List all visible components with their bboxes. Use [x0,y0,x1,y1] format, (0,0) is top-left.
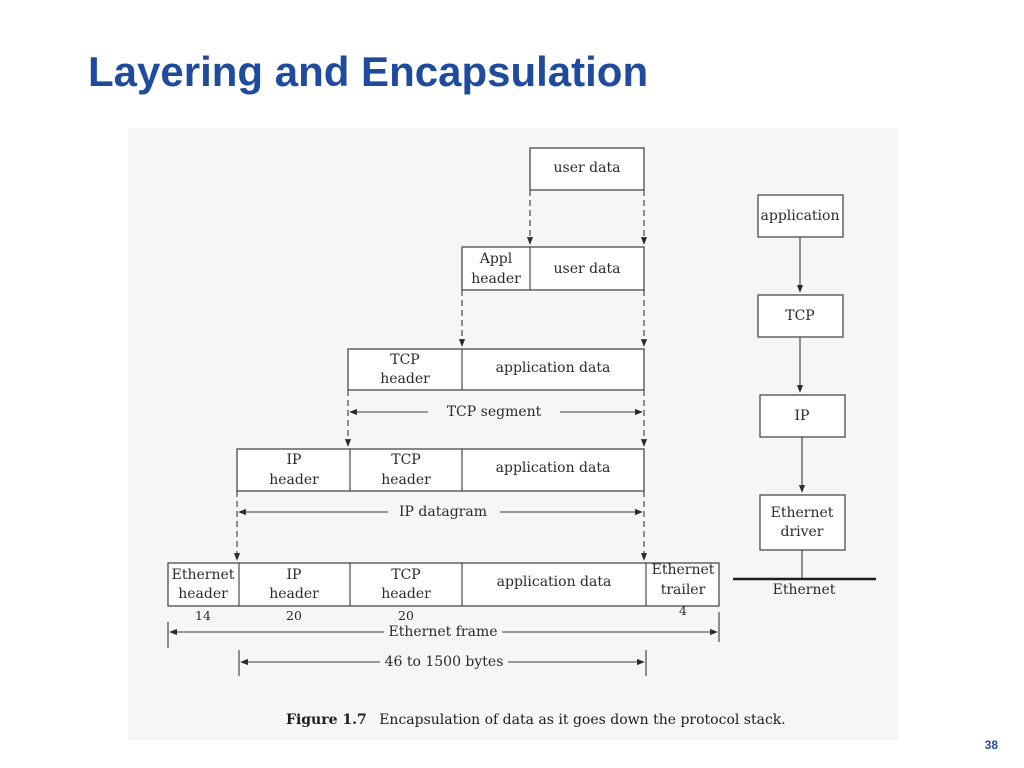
figure-caption-text: Encapsulation of data as it goes down th… [379,712,786,728]
ip-header-label-2: header [269,472,319,488]
level5-box [167,562,720,607]
stack-ethernet-label: Ethernet [773,582,836,598]
tcp-header-label-1: TCP [391,452,420,468]
field-sizes: 14 20 20 4 [195,603,687,623]
figure-caption-label: Figure 1.7 [286,712,367,728]
payload-size-span: 46 to 1500 bytes [238,650,647,676]
ip-header-label-2: header [269,586,319,602]
ethernet-trailer-label-2: trailer [661,582,706,598]
encapsulation-diagram: user data Appl header user data TCP head… [167,147,876,728]
ethernet-frame-span: Ethernet frame [167,612,720,648]
stack-application-label: application [761,208,840,224]
level4-box [236,448,645,492]
appl-header-label-2: header [471,271,521,287]
ip-header-label-1: IP [287,567,302,583]
size-ip-header: 20 [286,608,302,623]
application-data-label: application data [496,360,611,376]
encapsulation-figure: user data Appl header user data TCP head… [128,128,898,740]
tcp-header-label-2: header [380,371,430,387]
tcp-header-label-1: TCP [390,352,419,368]
appl-header-label-1: Appl [479,251,513,267]
tcp-header-label-2: header [381,472,431,488]
stack-ethernet-driver-label-1: Ethernet [771,505,834,521]
stack-ethernet-driver-box [759,494,846,551]
size-ethernet-header: 14 [195,608,211,623]
level2-packet: Appl header user data [461,246,645,291]
ethernet-trailer-label-1: Ethernet [652,562,715,578]
application-data-label: application data [496,460,611,476]
tcp-segment-span: TCP segment [349,404,643,420]
stack-ethernet-driver-label-2: driver [780,524,823,540]
user-data-box [529,147,645,191]
payload-size-label: 46 to 1500 bytes [385,654,504,670]
level5-packet: Ethernet header IP header TCP header app… [167,562,720,607]
ip-datagram-label: IP datagram [399,504,487,520]
user-data-label: user data [554,160,621,176]
page-title: Layering and Encapsulation [88,48,649,95]
stack-ip-label: IP [795,408,810,424]
ip-datagram-span: IP datagram [238,504,643,520]
ethernet-frame-label: Ethernet frame [389,624,498,640]
size-ethernet-trailer: 4 [679,603,687,618]
tcp-header-label-1: TCP [391,567,420,583]
tcp-segment-label: TCP segment [447,404,542,420]
stack-application-box [757,194,844,238]
slide-number: 38 [984,738,998,752]
level3-packet: TCP header application data [347,348,645,391]
level3-box [347,348,645,391]
ip-header-label-1: IP [287,452,302,468]
ethernet-header-label-1: Ethernet [172,567,235,583]
tcp-header-label-2: header [381,586,431,602]
stack-tcp-label: TCP [785,308,814,324]
level1-packet: user data [529,147,645,191]
figure-caption: Figure 1.7 Encapsulation of data as it g… [286,711,786,728]
stack-ip-box [759,394,846,438]
level4-packet: IP header TCP header application data [236,448,645,492]
protocol-stack: application TCP IP Ethernet driver Ether… [733,194,876,598]
stack-tcp-box [757,294,844,338]
ethernet-header-label-2: header [178,586,228,602]
level2-box [461,246,645,291]
user-data-label: user data [554,261,621,277]
size-tcp-header: 20 [398,608,414,623]
application-data-label: application data [497,574,612,590]
